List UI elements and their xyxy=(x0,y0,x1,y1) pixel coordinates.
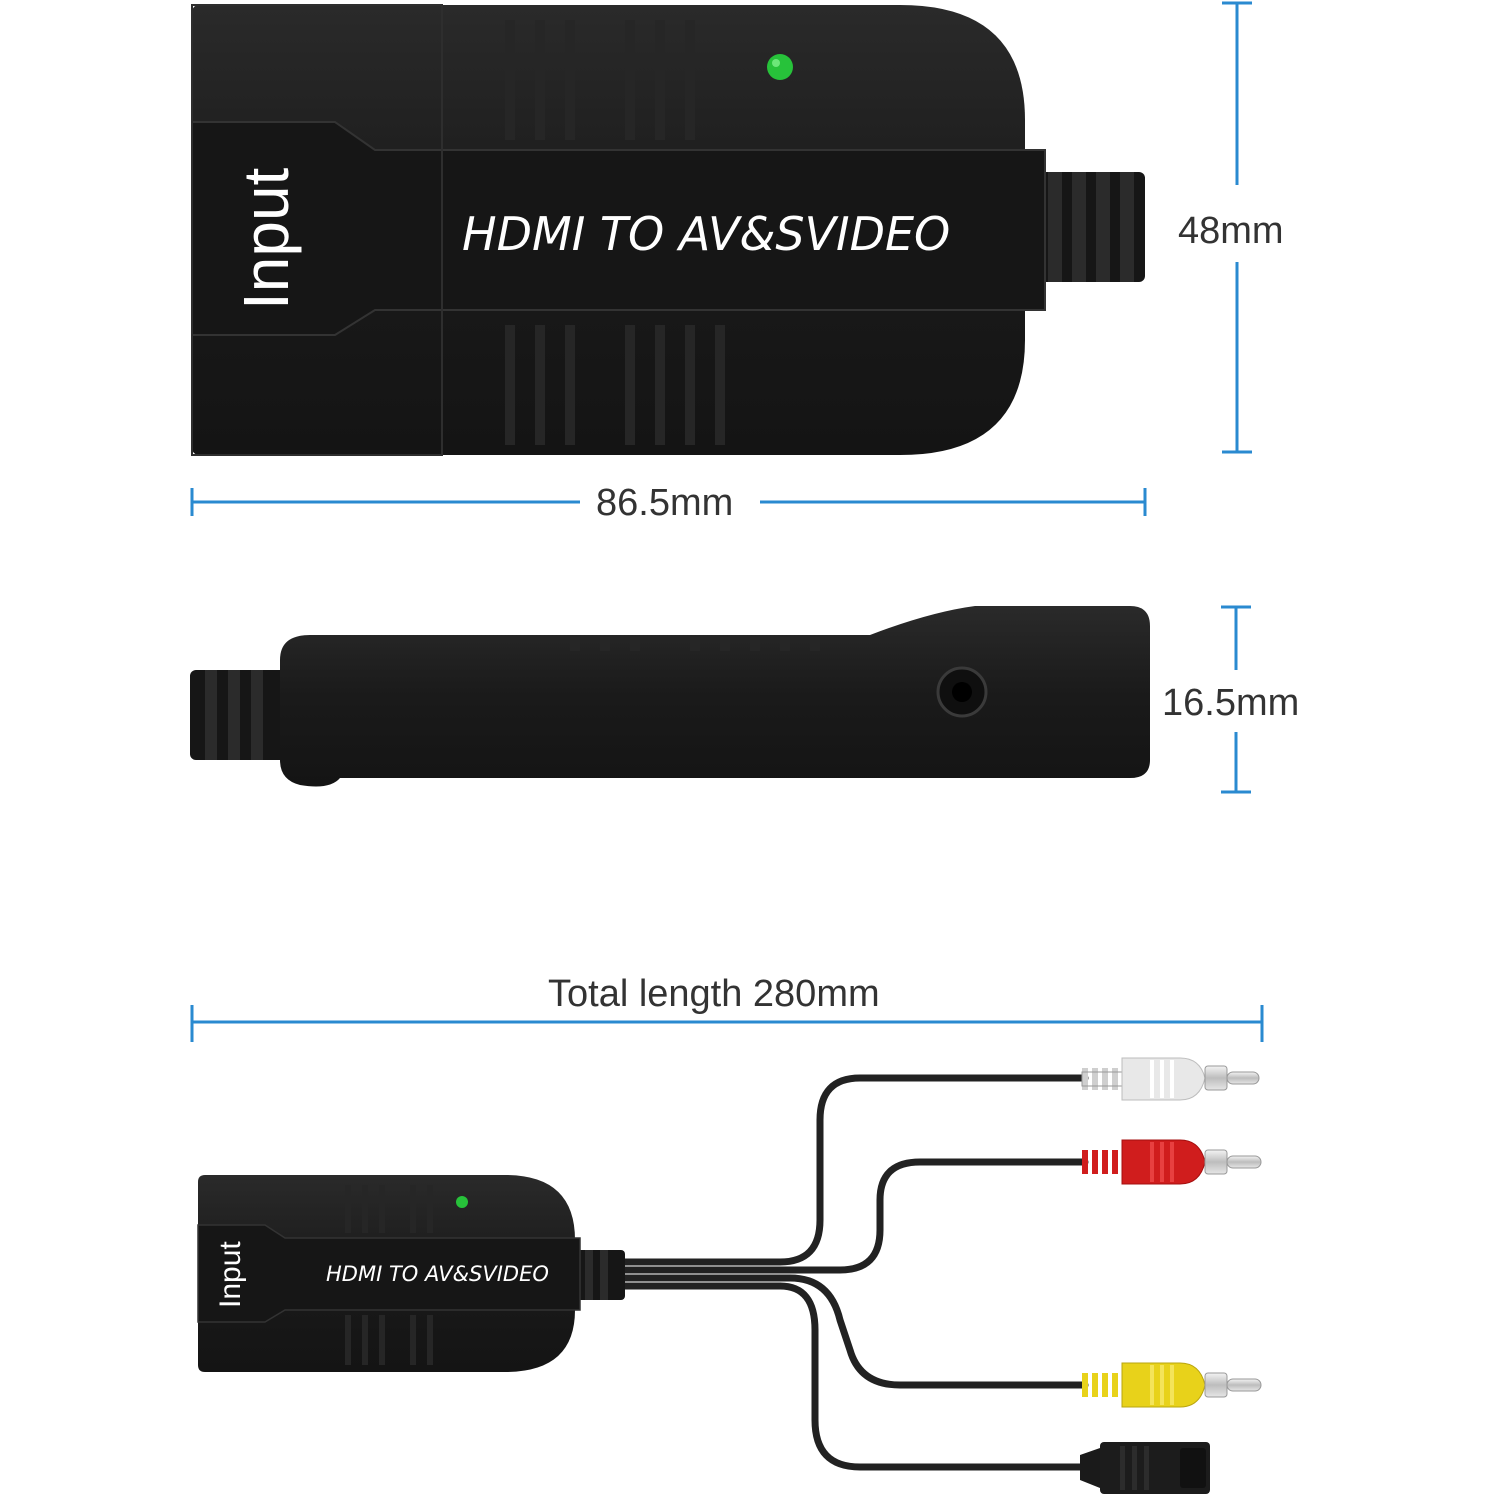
cable-device-model-label: HDMI TO AV&SVIDEO xyxy=(326,1262,549,1286)
power-led-icon xyxy=(767,54,793,80)
width-dimension-label: 86.5mm xyxy=(596,482,733,524)
cable-device: Input HDMI TO AV&SVIDEO xyxy=(197,1175,625,1372)
total-length-label: Total length 280mm xyxy=(548,973,880,1015)
cable-device-input-label: Input xyxy=(214,1241,247,1308)
label-band xyxy=(191,121,1046,336)
cables xyxy=(616,1074,1089,1471)
device-model-label: HDMI TO AV&SVIDEO xyxy=(462,207,950,261)
rca-red-plug-icon xyxy=(1082,1139,1262,1185)
top-ribs xyxy=(505,20,695,140)
bottom-ribs xyxy=(505,325,725,445)
height-dimension-line xyxy=(1222,1,1252,454)
svideo-connector-icon xyxy=(1080,1442,1210,1494)
top-view: Input HDMI TO AV&SVIDEO 48mm 86.5mm xyxy=(190,1,1284,524)
side-view: 16.5mm xyxy=(190,605,1299,794)
thickness-dimension-label: 16.5mm xyxy=(1162,682,1299,724)
cable-view: Total length 280mm xyxy=(190,973,1264,1494)
side-cable-boot xyxy=(190,670,290,760)
cable-boot xyxy=(1030,172,1145,282)
side-ridges xyxy=(570,637,820,651)
rca-white-plug-icon xyxy=(1081,1057,1260,1101)
height-dimension-label: 48mm xyxy=(1178,210,1284,252)
total-length-dimension-line xyxy=(190,1005,1264,1042)
side-device-body xyxy=(280,606,1150,787)
width-dimension-line xyxy=(190,488,1147,516)
rca-yellow-plug-icon xyxy=(1082,1362,1262,1408)
cable-device-led-icon xyxy=(456,1196,468,1208)
thickness-dimension-line xyxy=(1221,605,1251,794)
input-end-cap xyxy=(191,4,443,456)
input-port-label: Input xyxy=(230,167,302,310)
